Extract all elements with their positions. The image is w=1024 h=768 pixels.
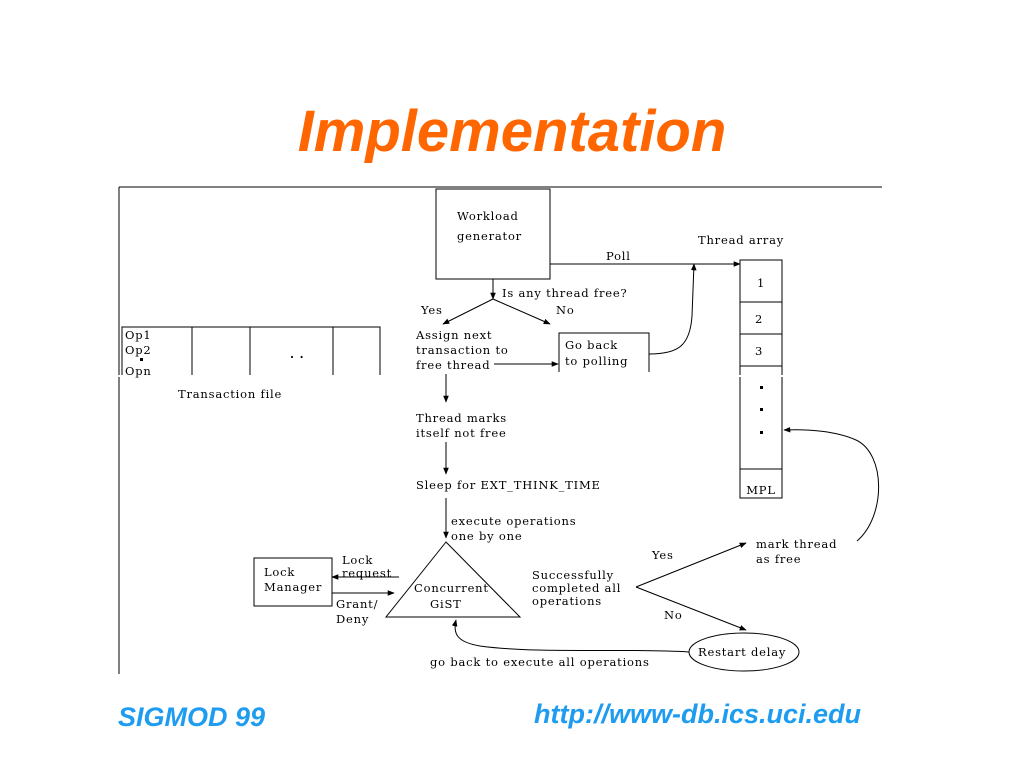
workload-generator-label-2: generator xyxy=(457,229,522,243)
go-back-execute-label: go back to execute all operations xyxy=(430,655,650,669)
footer-url: http://www-db.ics.uci.edu xyxy=(534,699,861,729)
yes-label: Yes xyxy=(420,303,443,317)
no2-label: No xyxy=(664,608,683,622)
workload-generator-label-1: Workload xyxy=(457,209,519,223)
op1-label: Op1 xyxy=(125,328,152,342)
thread-dot-2 xyxy=(760,408,763,411)
assign-label-3: free thread xyxy=(416,358,490,372)
footer-conference: SIGMOD 99 xyxy=(118,702,266,732)
no-restart-arrow xyxy=(635,586,747,631)
go-back-label-1: Go back xyxy=(565,338,618,352)
op2-label: Op2 xyxy=(125,343,152,357)
diagram-canvas: Workload generator Poll Thread array 1 2… xyxy=(118,186,882,674)
execute-label-2: one by one xyxy=(451,529,522,543)
concurrent-gist-triangle xyxy=(384,541,522,618)
go-back-execute-arrow xyxy=(451,619,690,653)
transaction-file-label: Transaction file xyxy=(178,387,282,401)
free-to-array-arrow xyxy=(783,426,880,542)
mark-free-label-1: mark thread xyxy=(756,537,837,551)
thread-marks-label-2: itself not free xyxy=(416,426,507,440)
transaction-file-box xyxy=(121,326,381,376)
lock-manager-label-1: Lock xyxy=(264,565,295,579)
go-back-label-2: to polling xyxy=(565,354,628,368)
success-label-2: completed all xyxy=(532,581,621,595)
assign-label-2: transaction to xyxy=(416,343,509,357)
thread-array-label: Thread array xyxy=(698,233,784,247)
thread-marks-label-1: Thread marks xyxy=(416,411,507,425)
yes2-label: Yes xyxy=(651,548,674,562)
no-arrow xyxy=(492,298,551,325)
assign-label-1: Assign next xyxy=(415,328,492,342)
lock-request-label-1: Lock xyxy=(342,553,373,567)
question-label: Is any thread free? xyxy=(502,286,627,300)
implementation-diagram: Workload generator Poll Thread array 1 2… xyxy=(118,186,882,674)
no-label: No xyxy=(556,303,575,317)
opn-label: Opn xyxy=(125,364,152,378)
success-label-1: Successfully xyxy=(532,568,614,582)
go-back-box xyxy=(558,332,650,372)
lock-request-label-2: request xyxy=(342,566,392,580)
thread-array-box xyxy=(739,259,783,499)
yes-free-arrow xyxy=(635,542,747,588)
sleep-label: Sleep for EXT_THINK_TIME xyxy=(416,478,601,492)
thread-dot-1 xyxy=(760,386,763,389)
restart-delay-label: Restart delay xyxy=(698,645,786,659)
concurrent-gist-label-1: Concurrent xyxy=(414,581,489,595)
concurrent-gist-label-2: GiST xyxy=(430,597,462,611)
mark-free-label-2: as free xyxy=(756,552,801,566)
slide-title: Implementation xyxy=(297,99,727,164)
thread-slot-3: 3 xyxy=(755,344,763,358)
thread-slot-1: 1 xyxy=(757,276,765,290)
poll-label: Poll xyxy=(606,249,631,263)
grant-deny-label-2: Deny xyxy=(336,612,369,626)
yes-arrow xyxy=(442,298,494,325)
thread-slot-2: 2 xyxy=(755,312,763,326)
execute-label-1: execute operations xyxy=(451,514,576,528)
lock-manager-label-2: Manager xyxy=(264,580,322,594)
thread-slot-mpl: MPL xyxy=(746,483,776,497)
grant-deny-label-1: Grant/ xyxy=(336,597,378,611)
lock-manager-box xyxy=(253,557,333,607)
workload-generator-box xyxy=(435,188,551,280)
transaction-file-dots: . . xyxy=(290,347,304,361)
back-to-poll-arrow xyxy=(648,263,697,355)
success-label-3: operations xyxy=(532,594,602,608)
thread-dot-3 xyxy=(760,431,763,434)
